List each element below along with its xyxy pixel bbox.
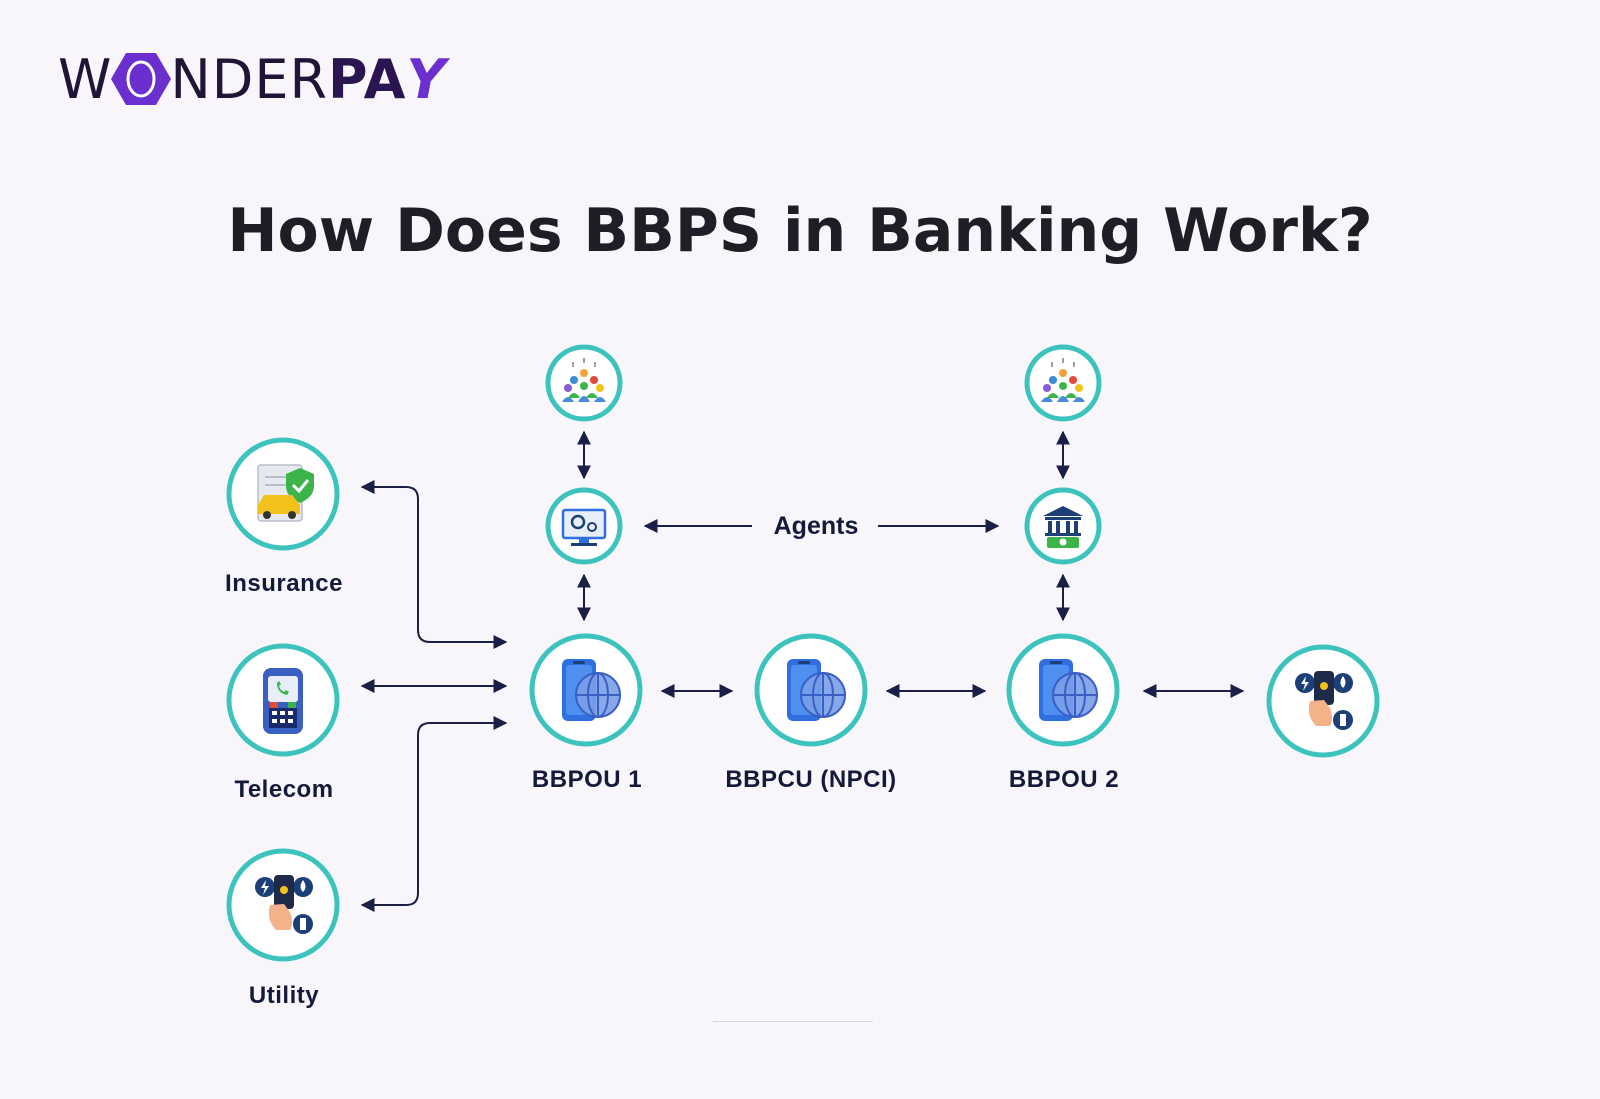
page-title: How Does BBPS in Banking Work? — [227, 196, 1373, 266]
insurance-icon — [257, 464, 314, 522]
arrow-insurance-bbpou1 — [360, 480, 508, 649]
customers-icon-2 — [1041, 358, 1085, 402]
agents-label: Agents — [761, 512, 871, 541]
phone-globe-icon-bbpou1 — [562, 659, 621, 721]
telecom-label: Telecom — [234, 776, 334, 803]
phone-globe-icon-bbpcu — [787, 659, 846, 721]
bank-money-icon — [1043, 506, 1083, 548]
utility-icon — [255, 875, 313, 934]
logo-y: Y — [406, 47, 447, 111]
logo-hexagon-icon — [111, 53, 172, 105]
customers-icon-1 — [562, 358, 606, 402]
arrow-utility-bbpou1 — [360, 716, 508, 912]
telecom-icon — [263, 668, 303, 734]
utility-label: Utility — [248, 982, 320, 1009]
phone-globe-icon-bbpou2 — [1039, 659, 1098, 721]
bbpou1-label: BBPOU 1 — [531, 766, 643, 793]
wonderpay-logo: W NDER PA Y — [58, 44, 447, 114]
utility-icon-biller — [1295, 671, 1353, 730]
bottom-divider — [713, 1021, 873, 1022]
logo-w: W — [58, 47, 113, 111]
bbpcu-label: BBPCU (NPCI) — [725, 766, 897, 793]
node-agent-2 — [1024, 487, 1102, 565]
computer-gears-icon — [561, 508, 607, 546]
bbpou2-label: BBPOU 2 — [1008, 766, 1120, 793]
logo-pa: PA — [328, 47, 407, 111]
logo-nder: NDER — [170, 47, 329, 111]
insurance-label: Insurance — [225, 570, 343, 597]
